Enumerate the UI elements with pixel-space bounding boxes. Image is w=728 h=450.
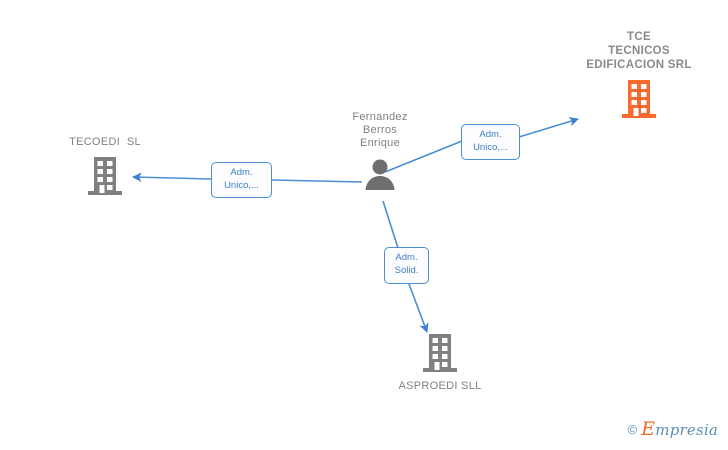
building-icon (619, 78, 659, 120)
edge-line-tce-arrow (518, 116, 579, 138)
person-icon (362, 157, 398, 193)
edge-label-person-asproedi[interactable]: Adm. Solid. (384, 247, 429, 284)
edge-label-person-tce[interactable]: Adm. Unico,... (461, 124, 520, 160)
edge-line-person-tce (384, 140, 463, 173)
edge-line-person-tecoedi (271, 179, 363, 183)
node-tce[interactable]: TCE TECNICOS EDIFICACION SRL (549, 30, 728, 120)
building-icon (85, 155, 125, 197)
node-asproedi-label: ASPROEDI SLL (398, 380, 482, 392)
node-tecoedi-label: TECOEDI SL (69, 136, 141, 148)
brand-rest: mpresia (655, 421, 718, 439)
node-person-label: Fernandez Berros Enrique (352, 111, 408, 149)
brand-name: Empresia (641, 418, 718, 440)
edge-label-person-tecoedi[interactable]: Adm. Unico,... (211, 162, 272, 198)
building-icon (420, 332, 460, 374)
node-tce-label: TCE TECNICOS EDIFICACION SRL (586, 31, 692, 71)
node-person-fernandez-berros-enrique[interactable]: Fernandez Berros Enrique (320, 111, 440, 193)
copyright-icon: © (627, 421, 638, 437)
edge-line-tecoedi-arrow (132, 172, 212, 183)
edge-line-person-asproedi (382, 200, 399, 249)
node-asproedi[interactable]: ASPROEDI SLL (380, 332, 500, 393)
node-tecoedi[interactable]: TECOEDI SL (45, 136, 165, 197)
edge-line-asproedi-arrow (408, 283, 429, 333)
watermark-empresia: © Empresia (628, 418, 718, 440)
brand-initial: E (641, 418, 656, 440)
